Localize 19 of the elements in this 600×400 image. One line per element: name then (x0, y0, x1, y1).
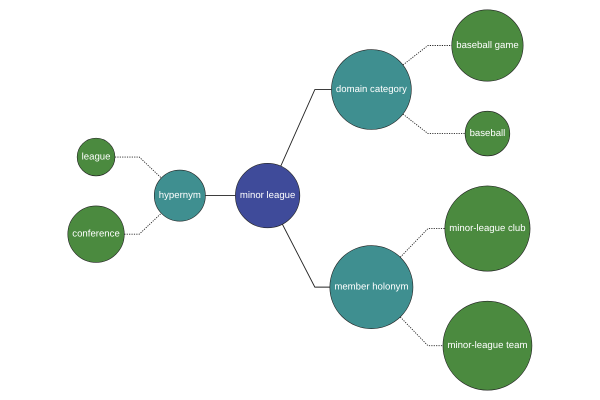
node-circle: baseball (464, 110, 510, 156)
connector (400, 228, 446, 258)
node-circle: minor-league team (442, 300, 532, 390)
node-circle: member holonym (330, 245, 414, 329)
connector (280, 89, 332, 167)
node-circle: baseball game (452, 10, 524, 82)
node-circle: conference (68, 206, 125, 263)
node-circle: hypernym (154, 170, 206, 222)
node-circle: minor league (235, 163, 300, 228)
node-circle: league (76, 138, 116, 176)
connector (402, 114, 466, 134)
connector (400, 316, 444, 346)
connector (124, 212, 162, 235)
node-circle: minor-league club (444, 186, 530, 272)
connector (114, 156, 162, 178)
connector (402, 45, 452, 66)
connector (205, 195, 236, 196)
node-circle: domain category (331, 49, 412, 130)
connector (282, 224, 330, 288)
